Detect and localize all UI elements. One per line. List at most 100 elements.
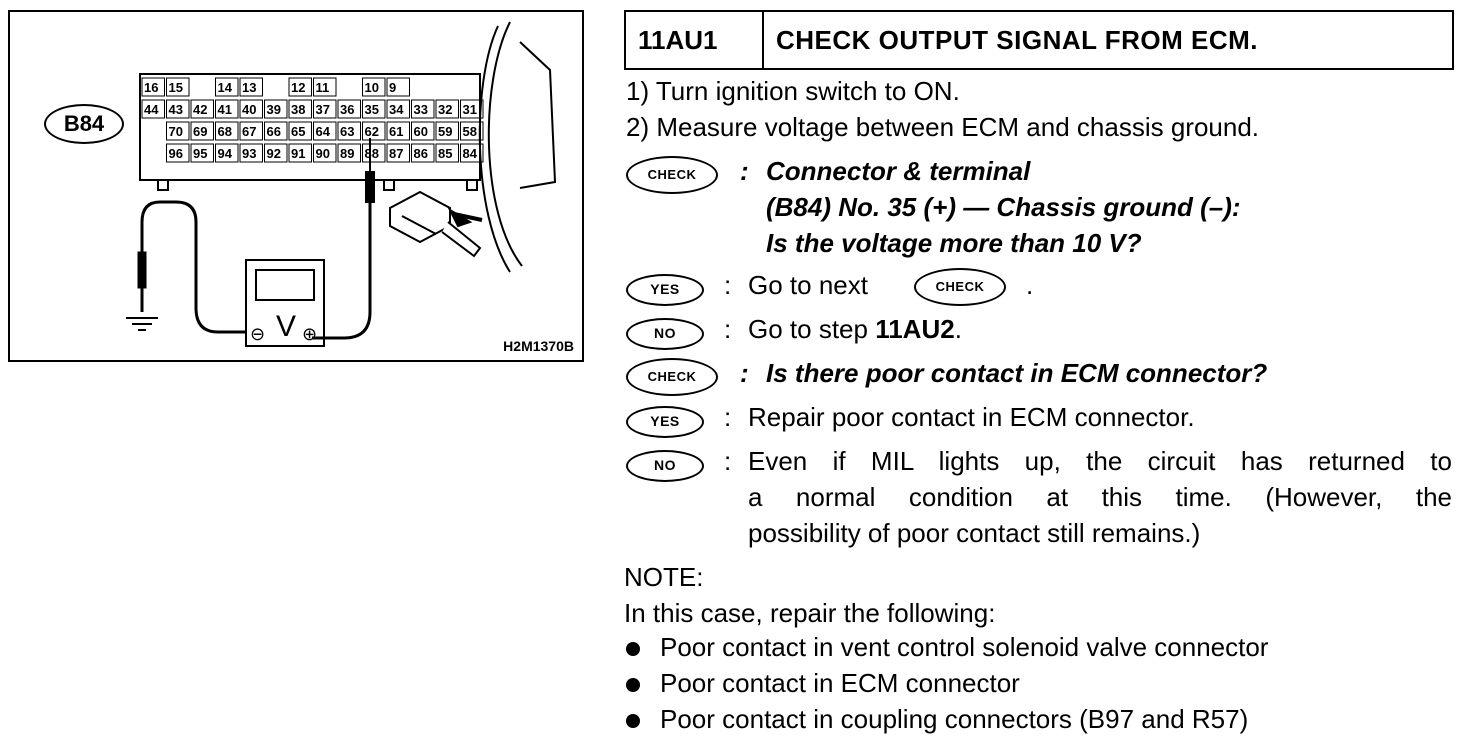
pin-number: 39 [267,102,281,117]
pin-cell [460,121,484,141]
pin-cell [411,99,435,119]
pin-cell [166,77,190,97]
check1-line1: Connector & terminal [766,156,1031,186]
check1-line3: Is the voltage more than 10 V? [766,228,1142,258]
pin-cell [362,143,386,163]
voltmeter [245,259,325,347]
note-intro: In this case, repair the following: [624,598,996,628]
meter-positive-terminal: ⊕ [302,324,317,345]
pin-cell [386,77,410,97]
pin-cell [386,121,410,141]
pin-number: 85 [438,146,452,161]
pin-number: 41 [218,102,232,117]
pin-number: 36 [340,102,354,117]
pin-number: 37 [316,102,330,117]
pin-number: 9 [389,80,396,95]
pin-number: 90 [316,146,330,161]
pin-cell [141,99,165,119]
instruction-1: 1) Turn ignition switch to ON. [626,76,960,106]
pin-cell [288,99,312,119]
pin-number: 58 [463,124,477,139]
pin-cell [239,143,263,163]
pin-number: 66 [267,124,281,139]
pin-cell [215,77,239,97]
pin-number: 63 [340,124,354,139]
voltmeter-symbol: V [276,310,296,343]
no-badge: NO [626,318,704,350]
check-badge-inline: CHECK [914,268,1006,306]
yes-badge: YES [626,274,704,306]
pin-number: 70 [169,124,183,139]
pin-cell [215,143,239,163]
pin-number: 38 [291,102,305,117]
pin-number: 94 [218,146,233,161]
no2-line2: a normal condition at this time. (Howeve… [748,482,1452,512]
pin-cell [190,99,214,119]
no1-label: Go to step [748,314,876,344]
pin-number: 32 [438,102,452,117]
pin-cell [313,143,337,163]
meter-negative-terminal: ⊖ [250,324,265,345]
pin-number: 14 [218,80,233,95]
check-badge: CHECK [626,156,718,194]
pin-number: 69 [193,124,207,139]
note-item-1: Poor contact in vent control solenoid va… [660,632,1269,662]
yes2-text: Repair poor contact in ECM connector. [748,402,1195,432]
pin-cell [435,99,459,119]
instruction-2: 2) Measure voltage between ECM and chass… [626,112,1260,142]
pin-number: 61 [389,124,403,139]
note-item-3: Poor contact in coupling connectors (B97… [660,704,1249,734]
pin-number: 87 [389,146,403,161]
colon: : [724,402,732,432]
pin-number: 88 [365,146,379,161]
pin-cell [239,121,263,141]
pin-cell [460,143,484,163]
pin-number: 12 [291,80,305,95]
pin-number: 95 [193,146,207,161]
pin-number: 93 [242,146,256,161]
pin-cell [337,121,361,141]
colon: : [724,270,732,300]
pin-cell [288,77,312,97]
ground-symbol [126,317,158,331]
check-badge: CHECK [626,358,718,396]
pin-cell [362,121,386,141]
pin-cell [190,121,214,141]
bullet-icon [626,714,640,728]
pin-number: 35 [365,102,379,117]
pin-cell [386,143,410,163]
pin-cell [313,99,337,119]
pin-cell [337,143,361,163]
pin-cell [166,121,190,141]
no1-step-link[interactable]: 11AU2 [875,314,955,344]
probe-negative [137,200,246,334]
pin-number: 65 [291,124,305,139]
note-item-2: Poor contact in ECM connector [660,668,1020,698]
pin-cell [435,143,459,163]
no-badge: NO [626,450,704,482]
pin-cell [411,121,435,141]
pin-cell [313,77,337,97]
no2-line3: possibility of poor contact still remain… [748,518,1201,548]
pin-number: 11 [316,80,330,95]
pin-number: 96 [169,146,183,161]
pin-number: 44 [144,102,159,117]
pin-cell [239,77,263,97]
pin-number: 64 [316,124,331,139]
pin-number: 89 [340,146,354,161]
pin-number: 13 [242,80,256,95]
pin-cell [141,77,165,97]
pin-cell [411,143,435,163]
pin-number: 67 [242,124,256,139]
connector-plug-icon [389,190,483,258]
step-title: CHECK OUTPUT SIGNAL FROM ECM. [776,24,1259,55]
pin-cell [166,143,190,163]
pin-number: 60 [414,124,428,139]
pin-cell [337,99,361,119]
pin-number: 86 [414,146,428,161]
pin-number: 34 [389,102,404,117]
